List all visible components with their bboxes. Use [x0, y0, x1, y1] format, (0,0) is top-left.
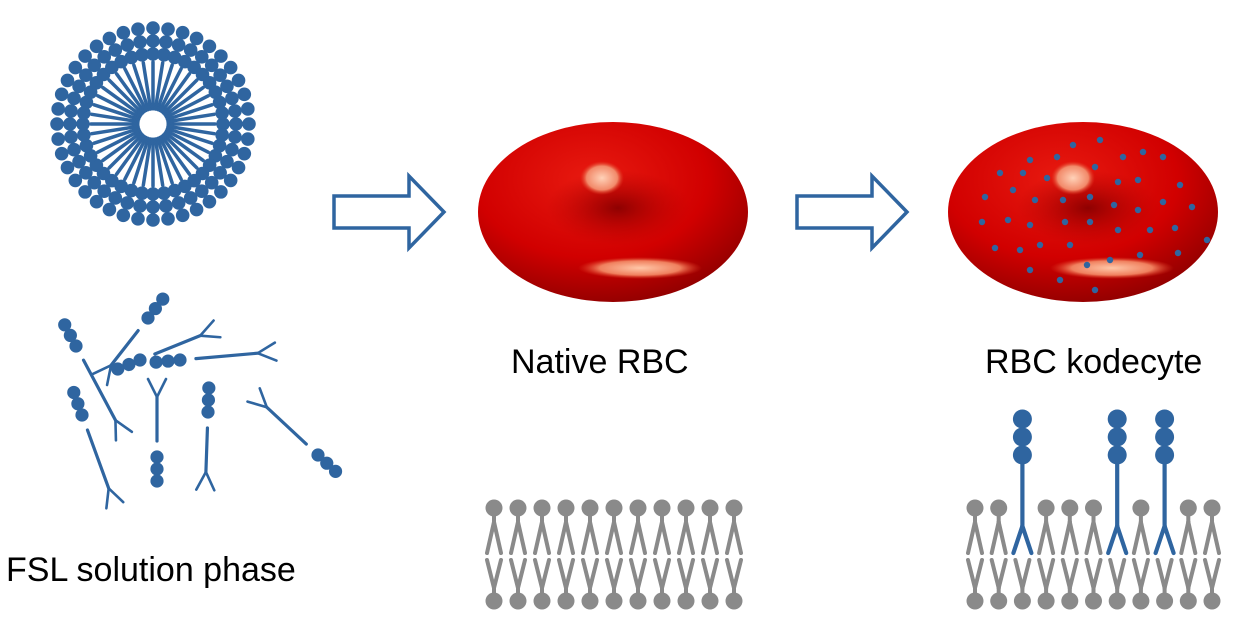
fsl-molecule-icon — [58, 318, 134, 442]
lipid-molecule — [1179, 558, 1198, 610]
micelle-molecule — [50, 115, 142, 133]
lipid-molecule — [1037, 499, 1056, 555]
inserted-fsl-icon — [1153, 409, 1176, 556]
micelle-molecule — [60, 73, 146, 126]
fsl-micelle-icon — [50, 21, 256, 227]
lipid-molecule — [1108, 558, 1127, 610]
lipid-bilayer-kodecyte-icon — [966, 409, 1221, 610]
lipid-molecule — [533, 558, 551, 610]
micelle-molecule — [54, 87, 145, 128]
micelle-molecule — [164, 115, 256, 133]
lipid-molecule — [605, 499, 623, 555]
fsl-molecule-icon — [246, 387, 343, 478]
lipid-molecule — [629, 499, 647, 555]
lipid-molecule — [1084, 499, 1103, 555]
inserted-fsl-icon — [1106, 409, 1129, 556]
lipid-molecule — [509, 499, 527, 555]
native-rbc-icon — [478, 122, 748, 302]
lipid-molecule — [1131, 499, 1150, 555]
lipid-molecule — [677, 499, 695, 555]
micelle-molecule — [155, 49, 228, 122]
fsl-molecule-icon — [149, 341, 278, 369]
lipid-molecule — [605, 558, 623, 610]
lipid-molecule — [725, 558, 743, 610]
lipid-molecule — [485, 558, 503, 610]
micelle-molecule — [78, 49, 151, 122]
lipid-molecule — [581, 499, 599, 555]
micelle-molecule — [51, 102, 143, 131]
lipid-molecule — [1203, 499, 1221, 555]
micelle-molecule — [158, 60, 238, 124]
lipid-bilayer-native-icon — [485, 499, 743, 610]
lipid-molecule — [966, 499, 984, 555]
micelle-molecule — [144, 135, 162, 227]
lipid-molecule — [725, 499, 743, 555]
lipid-molecule — [509, 558, 527, 610]
rbc-kodecyte-icon — [948, 122, 1218, 302]
lipid-molecule — [557, 499, 575, 555]
native-rbc-label: Native RBC — [511, 343, 689, 381]
micelle-molecule — [158, 124, 238, 188]
micelle-molecule — [161, 87, 252, 128]
micelle-molecule — [144, 21, 162, 113]
lipid-molecule — [653, 499, 671, 555]
lipid-molecule — [989, 499, 1008, 555]
fsl-molecule-icon — [67, 385, 125, 510]
micelle-molecule — [116, 132, 157, 223]
lipid-molecule — [1037, 558, 1056, 610]
fsl-molecule-icon — [111, 319, 222, 376]
lipid-molecule — [1179, 499, 1198, 555]
micelle-molecule — [89, 129, 153, 209]
lipid-molecule — [1084, 558, 1103, 610]
fsl-molecule-icon — [194, 381, 216, 492]
lipid-molecule — [989, 558, 1008, 610]
lipid-molecule — [1155, 558, 1174, 610]
lipid-molecule — [1060, 499, 1079, 555]
fsl-molecule-icon — [146, 377, 168, 488]
fsl-solution-phase-label: FSL solution phase — [6, 551, 296, 589]
micelle-molecule — [131, 134, 160, 226]
micelle-molecule — [89, 39, 153, 119]
lipid-molecule — [1013, 558, 1032, 610]
lipid-molecule — [701, 499, 719, 555]
lipid-molecule — [533, 499, 551, 555]
fsl-surface-dots — [978, 136, 1211, 294]
lipid-molecule — [485, 499, 503, 555]
fsl-molecule-icon — [91, 292, 170, 387]
lipid-molecule — [557, 558, 575, 610]
process-arrow-icon-1 — [332, 171, 447, 253]
process-arrow-icon-2 — [795, 171, 910, 253]
micelle-molecule — [60, 122, 146, 175]
lipid-molecule — [677, 558, 695, 610]
micelle-molecule — [163, 117, 255, 146]
fsl-molecules-solution-icon — [58, 292, 343, 510]
micelle-molecule — [163, 102, 255, 131]
lipid-molecule — [1203, 558, 1221, 610]
lipid-molecule — [1060, 558, 1079, 610]
lipid-molecule — [629, 558, 647, 610]
lipid-molecule — [653, 558, 671, 610]
lipid-molecule — [701, 558, 719, 610]
micelle-molecule — [146, 22, 175, 114]
inserted-fsl-icon — [1011, 409, 1034, 556]
lipid-molecule — [966, 558, 984, 610]
rbc-kodecyte-label: RBC kodecyte — [985, 343, 1203, 381]
lipid-molecule — [581, 558, 599, 610]
lipid-molecule — [1131, 558, 1150, 610]
micelle-molecule — [54, 120, 145, 161]
